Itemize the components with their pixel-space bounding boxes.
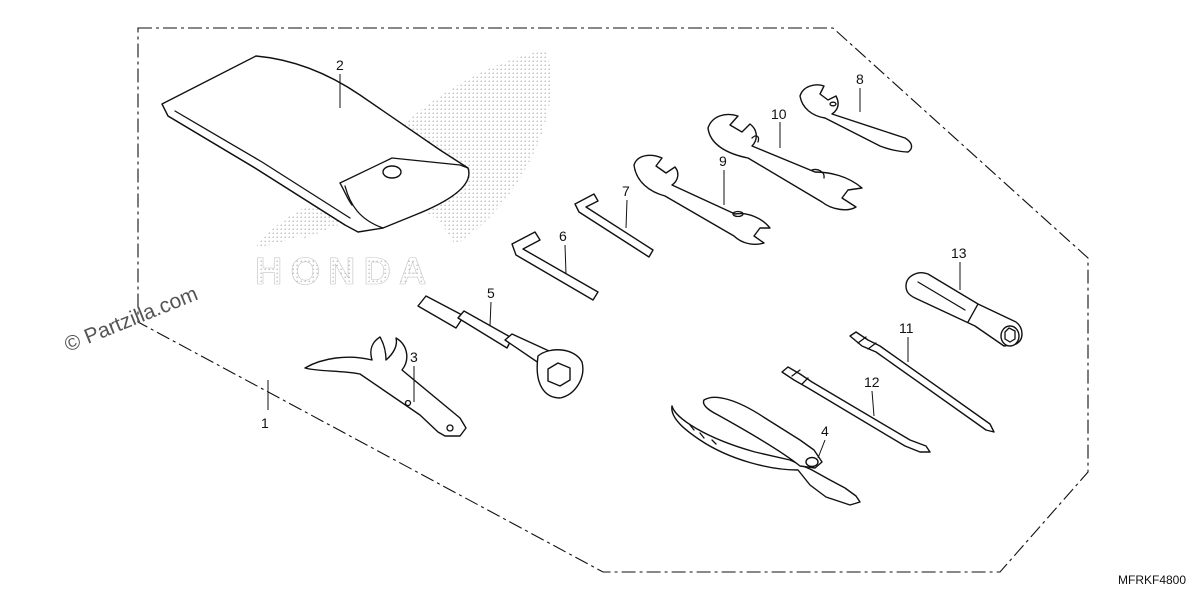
hex-key-small	[574, 193, 654, 258]
callout-4: 4	[821, 423, 829, 439]
callout-6: 6	[559, 228, 567, 244]
pin-spanner	[304, 336, 467, 437]
leader-lines	[267, 74, 961, 459]
callout-7: 7	[622, 183, 630, 199]
pliers	[671, 396, 861, 506]
kit-outline	[137, 27, 1089, 573]
screwdriver-handle	[905, 272, 1023, 347]
callout-5: 5	[487, 285, 495, 301]
wrench-9	[633, 154, 771, 245]
callout-13: 13	[951, 245, 967, 261]
callout-3: 3	[410, 349, 418, 365]
callout-9: 9	[719, 153, 727, 169]
wrench-10	[707, 113, 863, 211]
callout-10: 10	[771, 106, 787, 122]
screwdriver-phillips	[849, 331, 995, 433]
spark-plug-wrench	[417, 295, 584, 399]
watermark: © Partzilla.com	[61, 282, 201, 356]
callouts: 1 2 3 4 5 6 7 8 9 10 11 12 13	[261, 57, 967, 439]
callout-11: 11	[899, 320, 914, 336]
callout-12: 12	[864, 374, 880, 390]
wrench-8	[799, 84, 913, 153]
screwdriver-flat	[781, 366, 931, 453]
callout-8: 8	[856, 71, 864, 87]
diagram-code: MFRKF4800	[1118, 573, 1186, 587]
tool-bag	[161, 55, 470, 233]
callout-2: 2	[336, 57, 344, 73]
callout-1: 1	[261, 415, 269, 431]
hex-key-large	[511, 231, 599, 301]
honda-logo-text: HONDA	[255, 251, 434, 293]
